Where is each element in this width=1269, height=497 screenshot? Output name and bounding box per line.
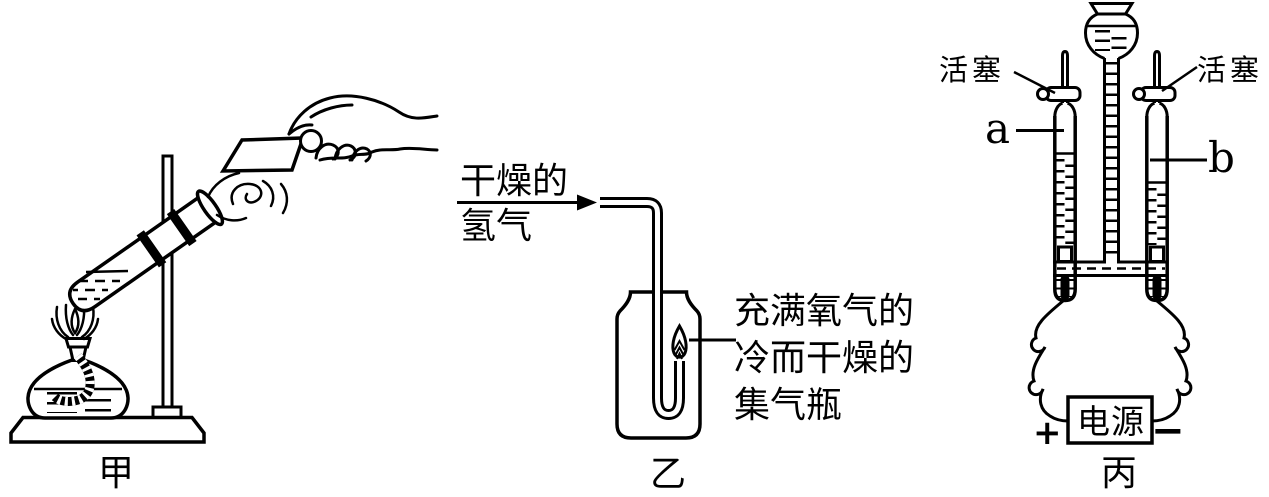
- curled-finger-3: [350, 146, 372, 163]
- dry-hydrogen-label-line2: 氢气: [460, 206, 533, 247]
- bottle-caption-line2: 冷而干燥的: [734, 338, 915, 379]
- label-jia: 甲: [98, 453, 135, 494]
- electrode-a: [1060, 276, 1070, 299]
- clamp-jaw-upper: [166, 209, 197, 247]
- center-graduated-tube: [1103, 58, 1120, 264]
- curled-finger-1: [314, 142, 340, 161]
- iron-stand: [9, 154, 206, 444]
- label-bing: 丙: [1101, 453, 1138, 494]
- tube-b-joint: [1149, 245, 1165, 263]
- stopcock-b-knob: [1132, 87, 1146, 101]
- electrode-b: [1152, 276, 1162, 299]
- tube-a-label: a: [985, 104, 1011, 153]
- apparatus-bing-drawing: [1013, 2, 1207, 445]
- test-tube-liquid: [73, 269, 129, 301]
- stopcock-a-barrel: [1044, 86, 1082, 102]
- stopcock-left-leader: [1013, 70, 1056, 95]
- hydrogen-flame: [671, 323, 688, 360]
- power-supply-label: 电源: [1077, 402, 1145, 441]
- test-tube-body: [68, 194, 219, 313]
- lamp-wick-stripes: [51, 353, 95, 406]
- apparatus-yi-drawing: [457, 194, 736, 440]
- test-tube-rim: [195, 189, 225, 227]
- test-tube: [68, 189, 225, 313]
- hand-back-contour: [287, 94, 439, 136]
- clamp-jaw-lower: [136, 230, 167, 268]
- stopcock-b-barrel: [1139, 86, 1177, 102]
- thumb: [287, 123, 314, 136]
- tube-b-body: [1145, 116, 1169, 303]
- stopcock-a-knob: [1036, 87, 1050, 101]
- hand-bottom-contour: [318, 146, 439, 162]
- tube-a-joint: [1057, 245, 1073, 263]
- wire-right: [1151, 299, 1193, 423]
- tube-a-body: [1053, 116, 1077, 303]
- stopcock-left-label: 活塞: [939, 53, 1006, 87]
- leader-lines: [1013, 65, 1207, 162]
- hand: [287, 94, 439, 163]
- negative-terminal: −: [1151, 408, 1185, 454]
- dry-hydrogen-label-line1: 干燥的: [460, 161, 569, 202]
- funnel-mouth: [1088, 2, 1135, 16]
- label-yi: 乙: [650, 454, 687, 495]
- gas-waft-lines: [206, 171, 289, 222]
- power-supply-box: [1066, 395, 1154, 445]
- delivery-tube: [600, 197, 685, 421]
- connecting-crossbar: [1053, 245, 1168, 277]
- electrodes: [1055, 276, 1167, 299]
- stopcock-right-label: 活塞: [1197, 53, 1264, 87]
- alcohol-lamp: [26, 303, 130, 420]
- tube-b-label: b: [1208, 133, 1235, 182]
- bottle-caption-line1: 充满氧气的: [734, 291, 915, 332]
- positive-terminal: +: [1033, 413, 1062, 453]
- wires: [1027, 299, 1193, 423]
- wire-left: [1027, 299, 1069, 423]
- stopcock-right-leader: [1161, 65, 1198, 93]
- hand-tendon-line: [309, 103, 354, 119]
- gas-flow-arrow: [457, 194, 597, 211]
- fingertip: [299, 129, 323, 153]
- lamp-flame: [50, 303, 100, 341]
- bottle-caption-line3: 集气瓶: [734, 385, 843, 426]
- apparatus-jia-drawing: [9, 94, 439, 444]
- funnel-bulb: [1083, 2, 1140, 60]
- glass-plate: [219, 136, 306, 173]
